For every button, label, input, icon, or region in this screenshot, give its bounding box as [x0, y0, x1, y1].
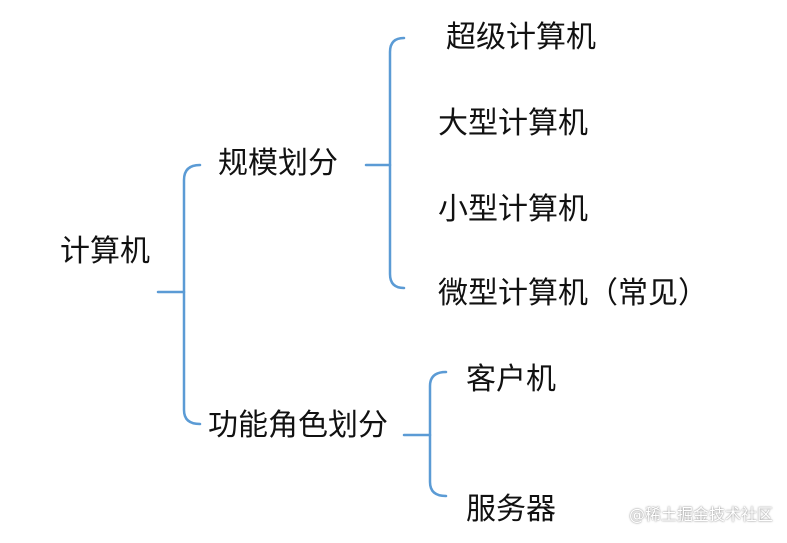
leaf-minicomputer: 小型计算机	[438, 192, 588, 227]
leaf-client: 客户机	[466, 362, 556, 397]
scale-bracket	[364, 36, 406, 290]
root-node: 计算机	[60, 234, 150, 269]
branch-scale: 规模划分	[218, 146, 338, 181]
leaf-mainframe: 大型计算机	[438, 106, 588, 141]
root-bracket	[156, 163, 202, 426]
leaf-microcomputer: 微型计算机（常见）	[438, 276, 708, 311]
leaf-supercomputer: 超级计算机	[446, 20, 596, 55]
watermark: @稀土掘金技术社区	[628, 505, 773, 524]
leaf-server: 服务器	[466, 492, 556, 527]
role-bracket	[402, 370, 448, 498]
branch-role: 功能角色划分	[208, 408, 388, 443]
